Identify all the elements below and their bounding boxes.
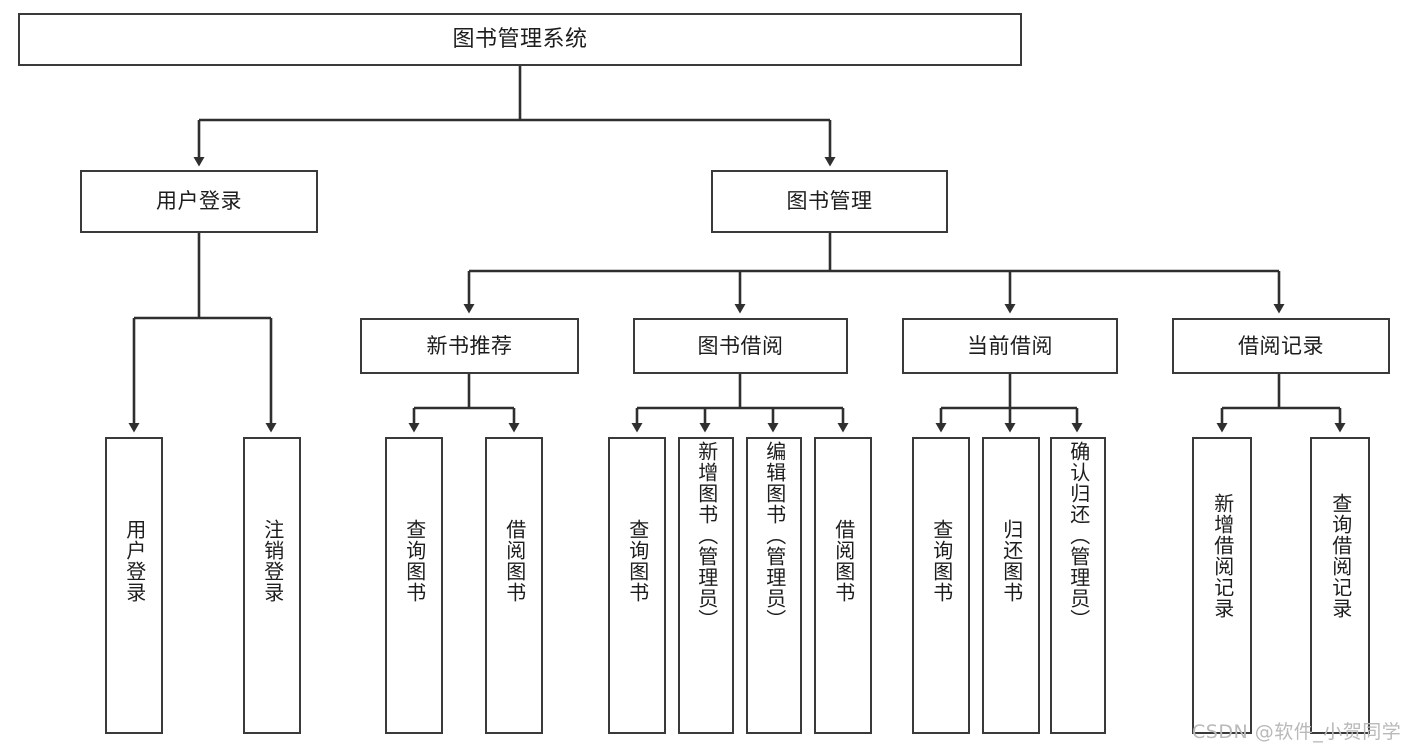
node-label: 图书借阅 bbox=[697, 333, 784, 358]
node-book-management[interactable]: 图书管理 bbox=[711, 170, 948, 233]
node-new-book-recommendation[interactable]: 新书推荐 bbox=[360, 318, 579, 374]
node-leaf-query-borrow-record[interactable]: 查询借阅记录 bbox=[1310, 437, 1370, 734]
node-label: 用户登录 bbox=[122, 519, 147, 603]
node-leaf-edit-book-admin[interactable]: 编辑图书（管理员） bbox=[746, 437, 802, 734]
node-leaf-add-book-admin[interactable]: 新增图书（管理员） bbox=[678, 437, 734, 734]
node-leaf-borrow-book-2[interactable]: 借阅图书 bbox=[814, 437, 872, 734]
node-user-login[interactable]: 用户登录 bbox=[80, 170, 318, 233]
node-book-borrowing[interactable]: 图书借阅 bbox=[633, 318, 848, 374]
node-label: 借阅图书 bbox=[502, 519, 527, 603]
node-leaf-query-book-3[interactable]: 查询图书 bbox=[912, 437, 970, 734]
node-leaf-user-login[interactable]: 用户登录 bbox=[105, 437, 163, 734]
node-label: 查询图书 bbox=[625, 519, 650, 603]
node-root-system[interactable]: 图书管理系统 bbox=[18, 13, 1022, 66]
node-label: 查询图书 bbox=[929, 519, 954, 603]
node-label: 确认归还（管理员） bbox=[1066, 441, 1091, 630]
node-label: 借阅图书 bbox=[831, 519, 856, 603]
node-leaf-borrow-book-1[interactable]: 借阅图书 bbox=[485, 437, 543, 734]
node-label: 新书推荐 bbox=[426, 333, 513, 358]
node-label: 图书管理系统 bbox=[452, 26, 588, 52]
node-leaf-logout[interactable]: 注销登录 bbox=[243, 437, 301, 734]
node-label: 查询借阅记录 bbox=[1328, 493, 1353, 619]
node-leaf-query-book-2[interactable]: 查询图书 bbox=[608, 437, 666, 734]
node-current-borrowing[interactable]: 当前借阅 bbox=[902, 318, 1118, 374]
node-leaf-return-book[interactable]: 归还图书 bbox=[982, 437, 1040, 734]
node-label: 图书管理 bbox=[786, 189, 873, 214]
node-label: 注销登录 bbox=[260, 519, 285, 603]
node-label: 归还图书 bbox=[999, 519, 1024, 603]
node-label: 查询图书 bbox=[402, 519, 427, 603]
node-label: 用户登录 bbox=[156, 189, 242, 214]
node-label: 新增借阅记录 bbox=[1210, 493, 1235, 619]
watermark-text: CSDN @软件_小贺同学 bbox=[1192, 721, 1402, 743]
node-leaf-query-book-1[interactable]: 查询图书 bbox=[385, 437, 443, 734]
node-label: 编辑图书（管理员） bbox=[762, 441, 787, 630]
node-label: 新增图书（管理员） bbox=[694, 441, 719, 630]
node-borrowing-records[interactable]: 借阅记录 bbox=[1172, 318, 1390, 374]
node-leaf-add-borrow-record[interactable]: 新增借阅记录 bbox=[1192, 437, 1252, 734]
node-label: 当前借阅 bbox=[967, 333, 1053, 358]
node-label: 借阅记录 bbox=[1238, 333, 1324, 358]
node-leaf-confirm-return-admin[interactable]: 确认归还（管理员） bbox=[1050, 437, 1106, 734]
